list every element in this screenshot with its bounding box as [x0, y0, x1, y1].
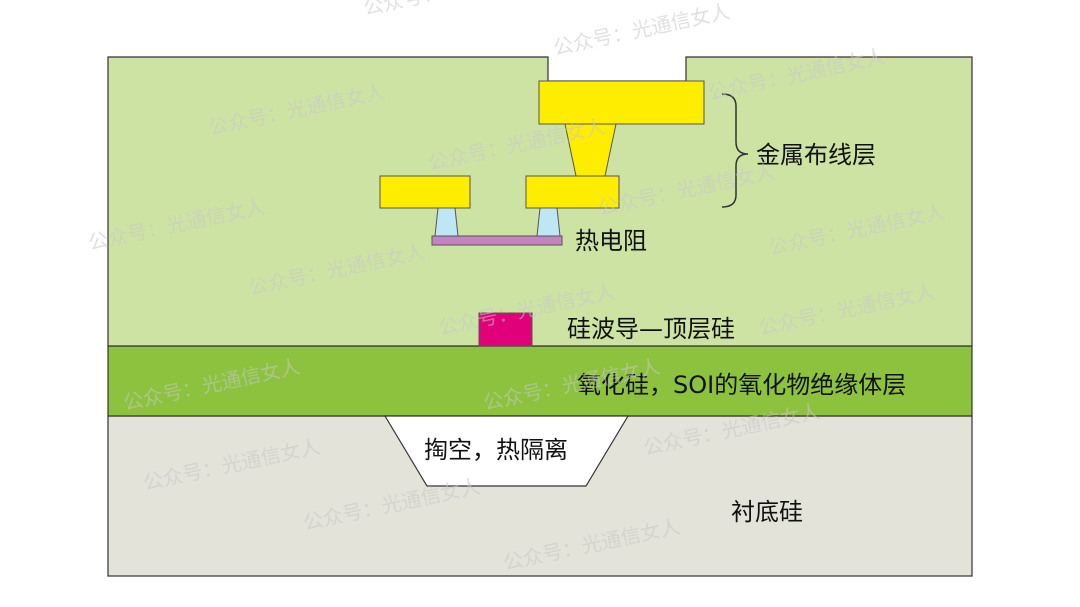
left-contact-via: [434, 207, 459, 237]
watermark-text: 公众号：光通信女人: [361, 0, 542, 20]
substrate-label: 衬底硅: [731, 498, 803, 526]
watermark-text: 公众号：光通信女人: [551, 0, 732, 60]
trench-label: 掏空，热隔离: [424, 436, 568, 464]
oxide-label: 氧化硅，SOI的氧化物绝缘体层: [577, 371, 906, 399]
right-contact-via: [536, 207, 561, 237]
thermal-isolation-trench: [383, 415, 630, 487]
metal-layer-brace: [721, 93, 749, 208]
metal-top-pad: [538, 80, 705, 125]
waveguide-label: 硅波导—顶层硅: [567, 315, 735, 343]
heater-resistor: [431, 235, 563, 246]
metal-right-pad: [525, 175, 620, 209]
silicon-waveguide: [478, 312, 533, 347]
metal-layer-label: 金属布线层: [756, 141, 876, 169]
heater-label: 热电阻: [575, 227, 647, 255]
metal-left-pad: [379, 175, 471, 209]
buried-oxide-layer: [107, 345, 973, 417]
